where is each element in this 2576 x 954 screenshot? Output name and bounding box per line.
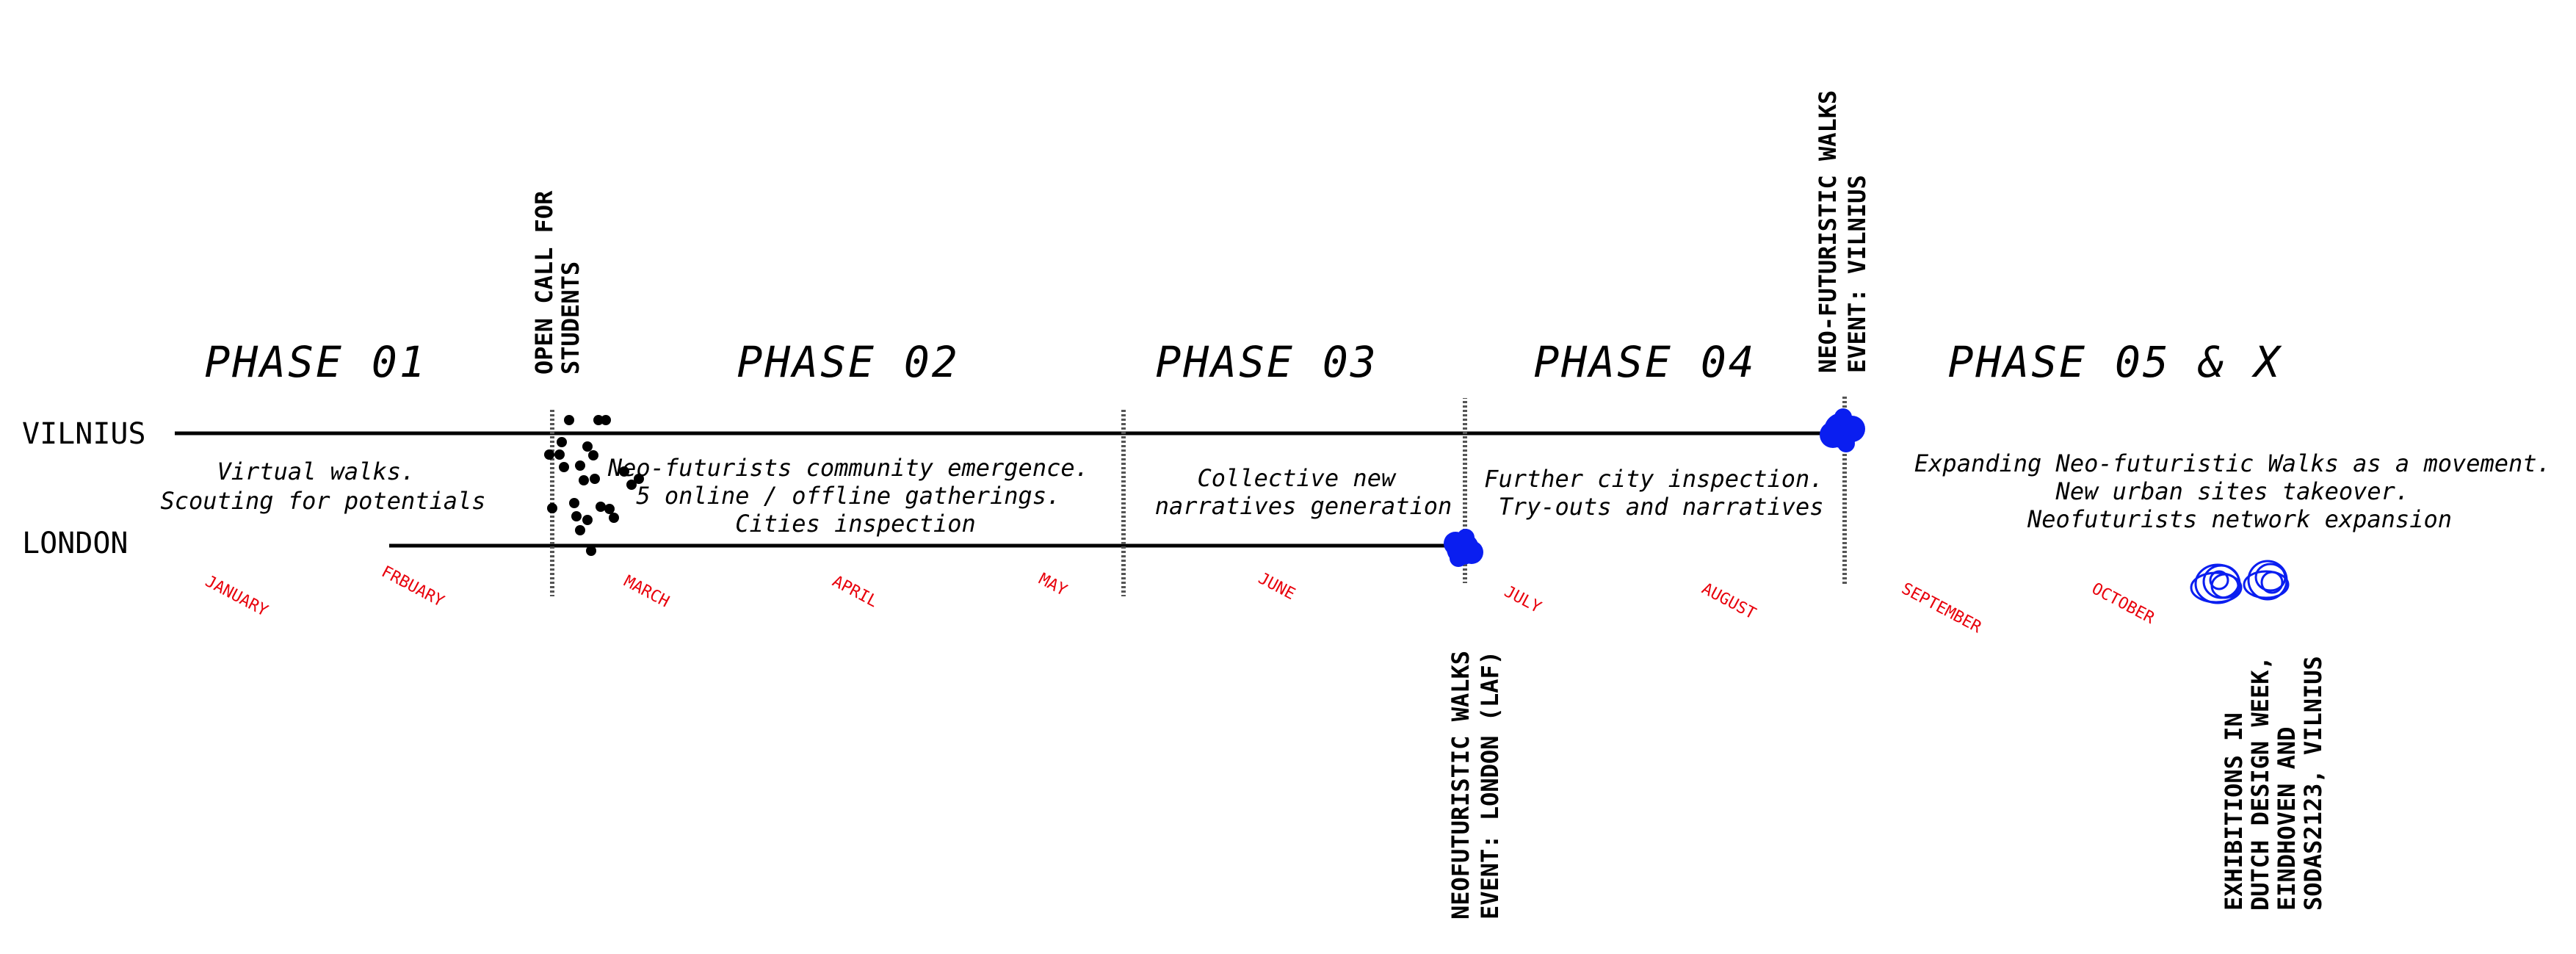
event-line: STUDENTS	[557, 261, 585, 375]
description-line: New urban sites takeover.	[2055, 477, 2410, 505]
gathering-dot	[582, 515, 593, 525]
event-label-london-walks: NEOFUTURISTIC WALKS EVENT: LONDON (LAF)	[1447, 637, 1504, 919]
month-label-october: OCTOBER	[2088, 579, 2157, 628]
month-label-september: SEPTEMBER	[1898, 579, 1985, 637]
gathering-dot	[571, 511, 582, 521]
gathering-dot	[569, 498, 579, 508]
gathering-dot	[586, 546, 596, 556]
description-line: Neofuturists network expansion	[2027, 505, 2452, 533]
city-label-vilnius: VILNIUS	[22, 417, 146, 451]
event-line: NEO-FUTURISTIC WALKS	[1814, 90, 1842, 373]
divider-phase-03-04	[1463, 398, 1467, 583]
description-line: Virtual walks.	[217, 458, 416, 485]
gathering-dot	[544, 449, 554, 460]
phase-02-description: Neo-futurists community emergence. 5 onl…	[607, 454, 1103, 538]
event-line: NEOFUTURISTIC WALKS	[1447, 651, 1475, 919]
event-line: EVENT: VILNIUS	[1843, 175, 1871, 373]
gathering-dot	[626, 480, 637, 490]
event-marker-vilnius	[1820, 408, 1865, 452]
description-line: 5 online / offline gatherings.	[636, 482, 1060, 510]
month-label-january: JANUARY	[202, 572, 271, 621]
gathering-dot	[575, 460, 585, 471]
month-label-june: JUNE	[1255, 569, 1298, 604]
month-label-march: MARCH	[621, 572, 672, 611]
month-label-may: MAY	[1035, 570, 1070, 600]
divider-phase-02-03	[1121, 408, 1126, 596]
phase-03-heading: PHASE 03	[1155, 337, 1378, 387]
description-line: Further city inspection.	[1484, 465, 1823, 493]
description-line: Collective new	[1198, 464, 1397, 492]
gathering-dot	[619, 466, 629, 477]
gathering-dot	[596, 502, 606, 512]
event-line: EVENT: LONDON (LAF)	[1476, 651, 1504, 919]
gathering-dot	[590, 474, 600, 484]
phase-05-description: Expanding Neo-futuristic Walks as a move…	[1914, 449, 2565, 533]
gathering-dot	[609, 513, 619, 523]
gathering-dot	[593, 415, 604, 425]
gathering-dot	[588, 450, 598, 460]
phase-04-description: Further city inspection. Try-outs and na…	[1484, 465, 1838, 521]
gathering-dot	[554, 449, 565, 460]
city-label-london: LONDON	[22, 527, 129, 560]
gathering-dot	[559, 462, 569, 472]
month-label-april: APRIL	[829, 572, 880, 611]
event-label-open-call: OPEN CALL FOR STUDENTS	[530, 176, 585, 375]
gathering-dots	[544, 415, 644, 556]
event-line: DUTCH DESIGN WEEK,	[2246, 656, 2274, 911]
description-line: narratives generation	[1155, 492, 1452, 520]
phase-01-heading: PHASE 01	[204, 337, 427, 387]
description-line: Expanding Neo-futuristic Walks as a move…	[1914, 449, 2551, 477]
phase-04-heading: PHASE 04	[1533, 337, 1756, 387]
event-marker-london	[1444, 529, 1483, 567]
description-line: Try-outs and narratives	[1498, 493, 1823, 521]
month-label-august: AUGUST	[1698, 579, 1759, 623]
phase-03-description: Collective new narratives generation	[1155, 464, 1452, 520]
gathering-dot	[557, 437, 567, 447]
gathering-dot	[547, 503, 557, 513]
description-line: Cities inspection	[735, 510, 976, 538]
description-line: Neo-futurists community emergence.	[607, 454, 1089, 482]
phase-02-heading: PHASE 02	[737, 337, 959, 387]
gathering-dot	[601, 415, 611, 425]
event-line: EINDHOVEN AND	[2273, 727, 2301, 911]
exhibition-scribbles	[2190, 560, 2290, 604]
event-label-vilnius-walks: NEO-FUTURISTIC WALKS EVENT: VILNIUS	[1814, 76, 1871, 373]
gathering-dot	[564, 415, 574, 425]
event-line: EXHIBITIONS IN	[2220, 712, 2248, 911]
gathering-dot	[575, 525, 585, 535]
description-line: Scouting for potentials	[160, 487, 485, 515]
event-line: SODAS2123, VILNIUS	[2299, 656, 2327, 911]
divider-phase-04-05	[1842, 397, 1847, 586]
event-line: OPEN CALL FOR	[530, 190, 558, 375]
phase-05-heading: PHASE 05 & X	[1947, 337, 2282, 387]
phase-01-description: Virtual walks. Scouting for potentials	[160, 458, 485, 515]
gathering-dot	[579, 475, 589, 485]
gathering-dot	[604, 504, 615, 514]
event-label-exhibitions: EXHIBITIONS IN DUTCH DESIGN WEEK, EINDHO…	[2220, 642, 2327, 911]
gathering-dot	[582, 441, 593, 452]
gathering-dot	[634, 474, 644, 484]
divider-phase-01-02	[550, 408, 554, 596]
month-label-february: FRBUARY	[378, 563, 447, 611]
month-label-july: JULY	[1501, 582, 1544, 617]
